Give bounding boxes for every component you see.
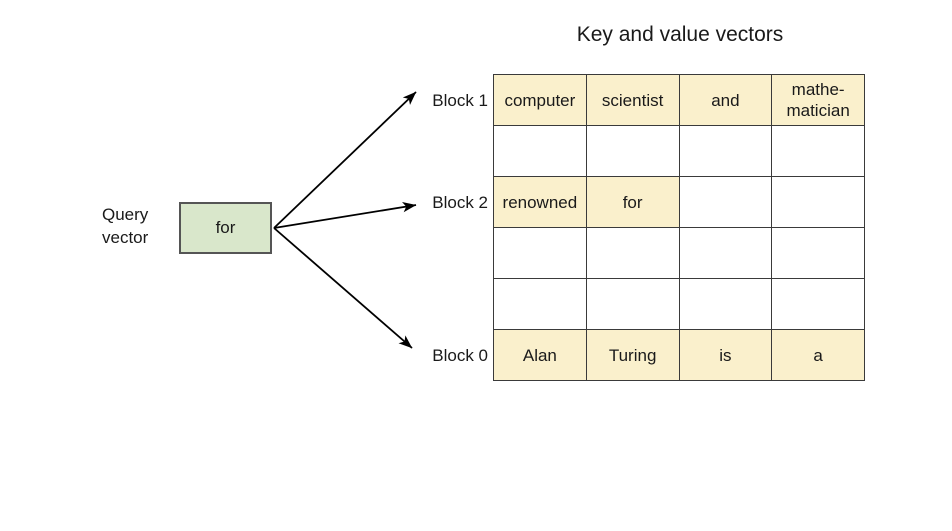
block-label-block-2: Block 2 bbox=[432, 193, 488, 212]
table-row bbox=[493, 227, 865, 279]
query-vector-label-line2: vector bbox=[102, 228, 149, 247]
table-cell bbox=[678, 125, 773, 177]
query-vector-token: for bbox=[215, 218, 236, 237]
table-cell[interactable]: Alan bbox=[493, 329, 587, 381]
table-cell bbox=[493, 278, 587, 330]
cell-text-line: matician bbox=[786, 101, 850, 120]
table-cell bbox=[585, 125, 680, 177]
table-cell[interactable]: computer bbox=[493, 74, 587, 126]
query-vector-label-line1: Query bbox=[102, 205, 149, 224]
arrow-to-block-1 bbox=[273, 91, 417, 229]
table-cell[interactable]: a bbox=[771, 329, 865, 381]
table-cell bbox=[585, 278, 680, 330]
query-vector-box[interactable]: for bbox=[179, 202, 272, 254]
table-row bbox=[493, 125, 865, 177]
table-cell[interactable]: renowned bbox=[493, 176, 587, 228]
table-cell bbox=[678, 227, 773, 279]
table-cell[interactable]: scientist bbox=[585, 74, 680, 126]
block-label-block-1: Block 1 bbox=[432, 91, 488, 110]
table-cell bbox=[585, 227, 680, 279]
query-vector-label: Query vector bbox=[102, 203, 174, 249]
page-title: Key and value vectors bbox=[576, 23, 784, 46]
table-cell[interactable]: and bbox=[678, 74, 773, 126]
cell-text-line: mathe- bbox=[791, 80, 845, 99]
block-label-block-0: Block 0 bbox=[432, 346, 488, 365]
table-cell bbox=[493, 227, 587, 279]
arrow-to-block-2 bbox=[273, 201, 417, 229]
table-cell bbox=[771, 176, 865, 228]
table-row bbox=[493, 278, 865, 330]
table-cell[interactable]: mathe-matician bbox=[771, 74, 865, 126]
table-cell bbox=[771, 278, 865, 330]
table-cell[interactable]: Turing bbox=[585, 329, 680, 381]
table-cell bbox=[678, 176, 773, 228]
table-cell bbox=[678, 278, 773, 330]
table-cell bbox=[771, 227, 865, 279]
table-cell bbox=[493, 125, 587, 177]
table-cell[interactable]: is bbox=[678, 329, 773, 381]
table-cell bbox=[771, 125, 865, 177]
query-to-block-arrows bbox=[273, 91, 417, 349]
arrow-to-block-0 bbox=[273, 227, 413, 349]
table-cell[interactable]: for bbox=[585, 176, 680, 228]
